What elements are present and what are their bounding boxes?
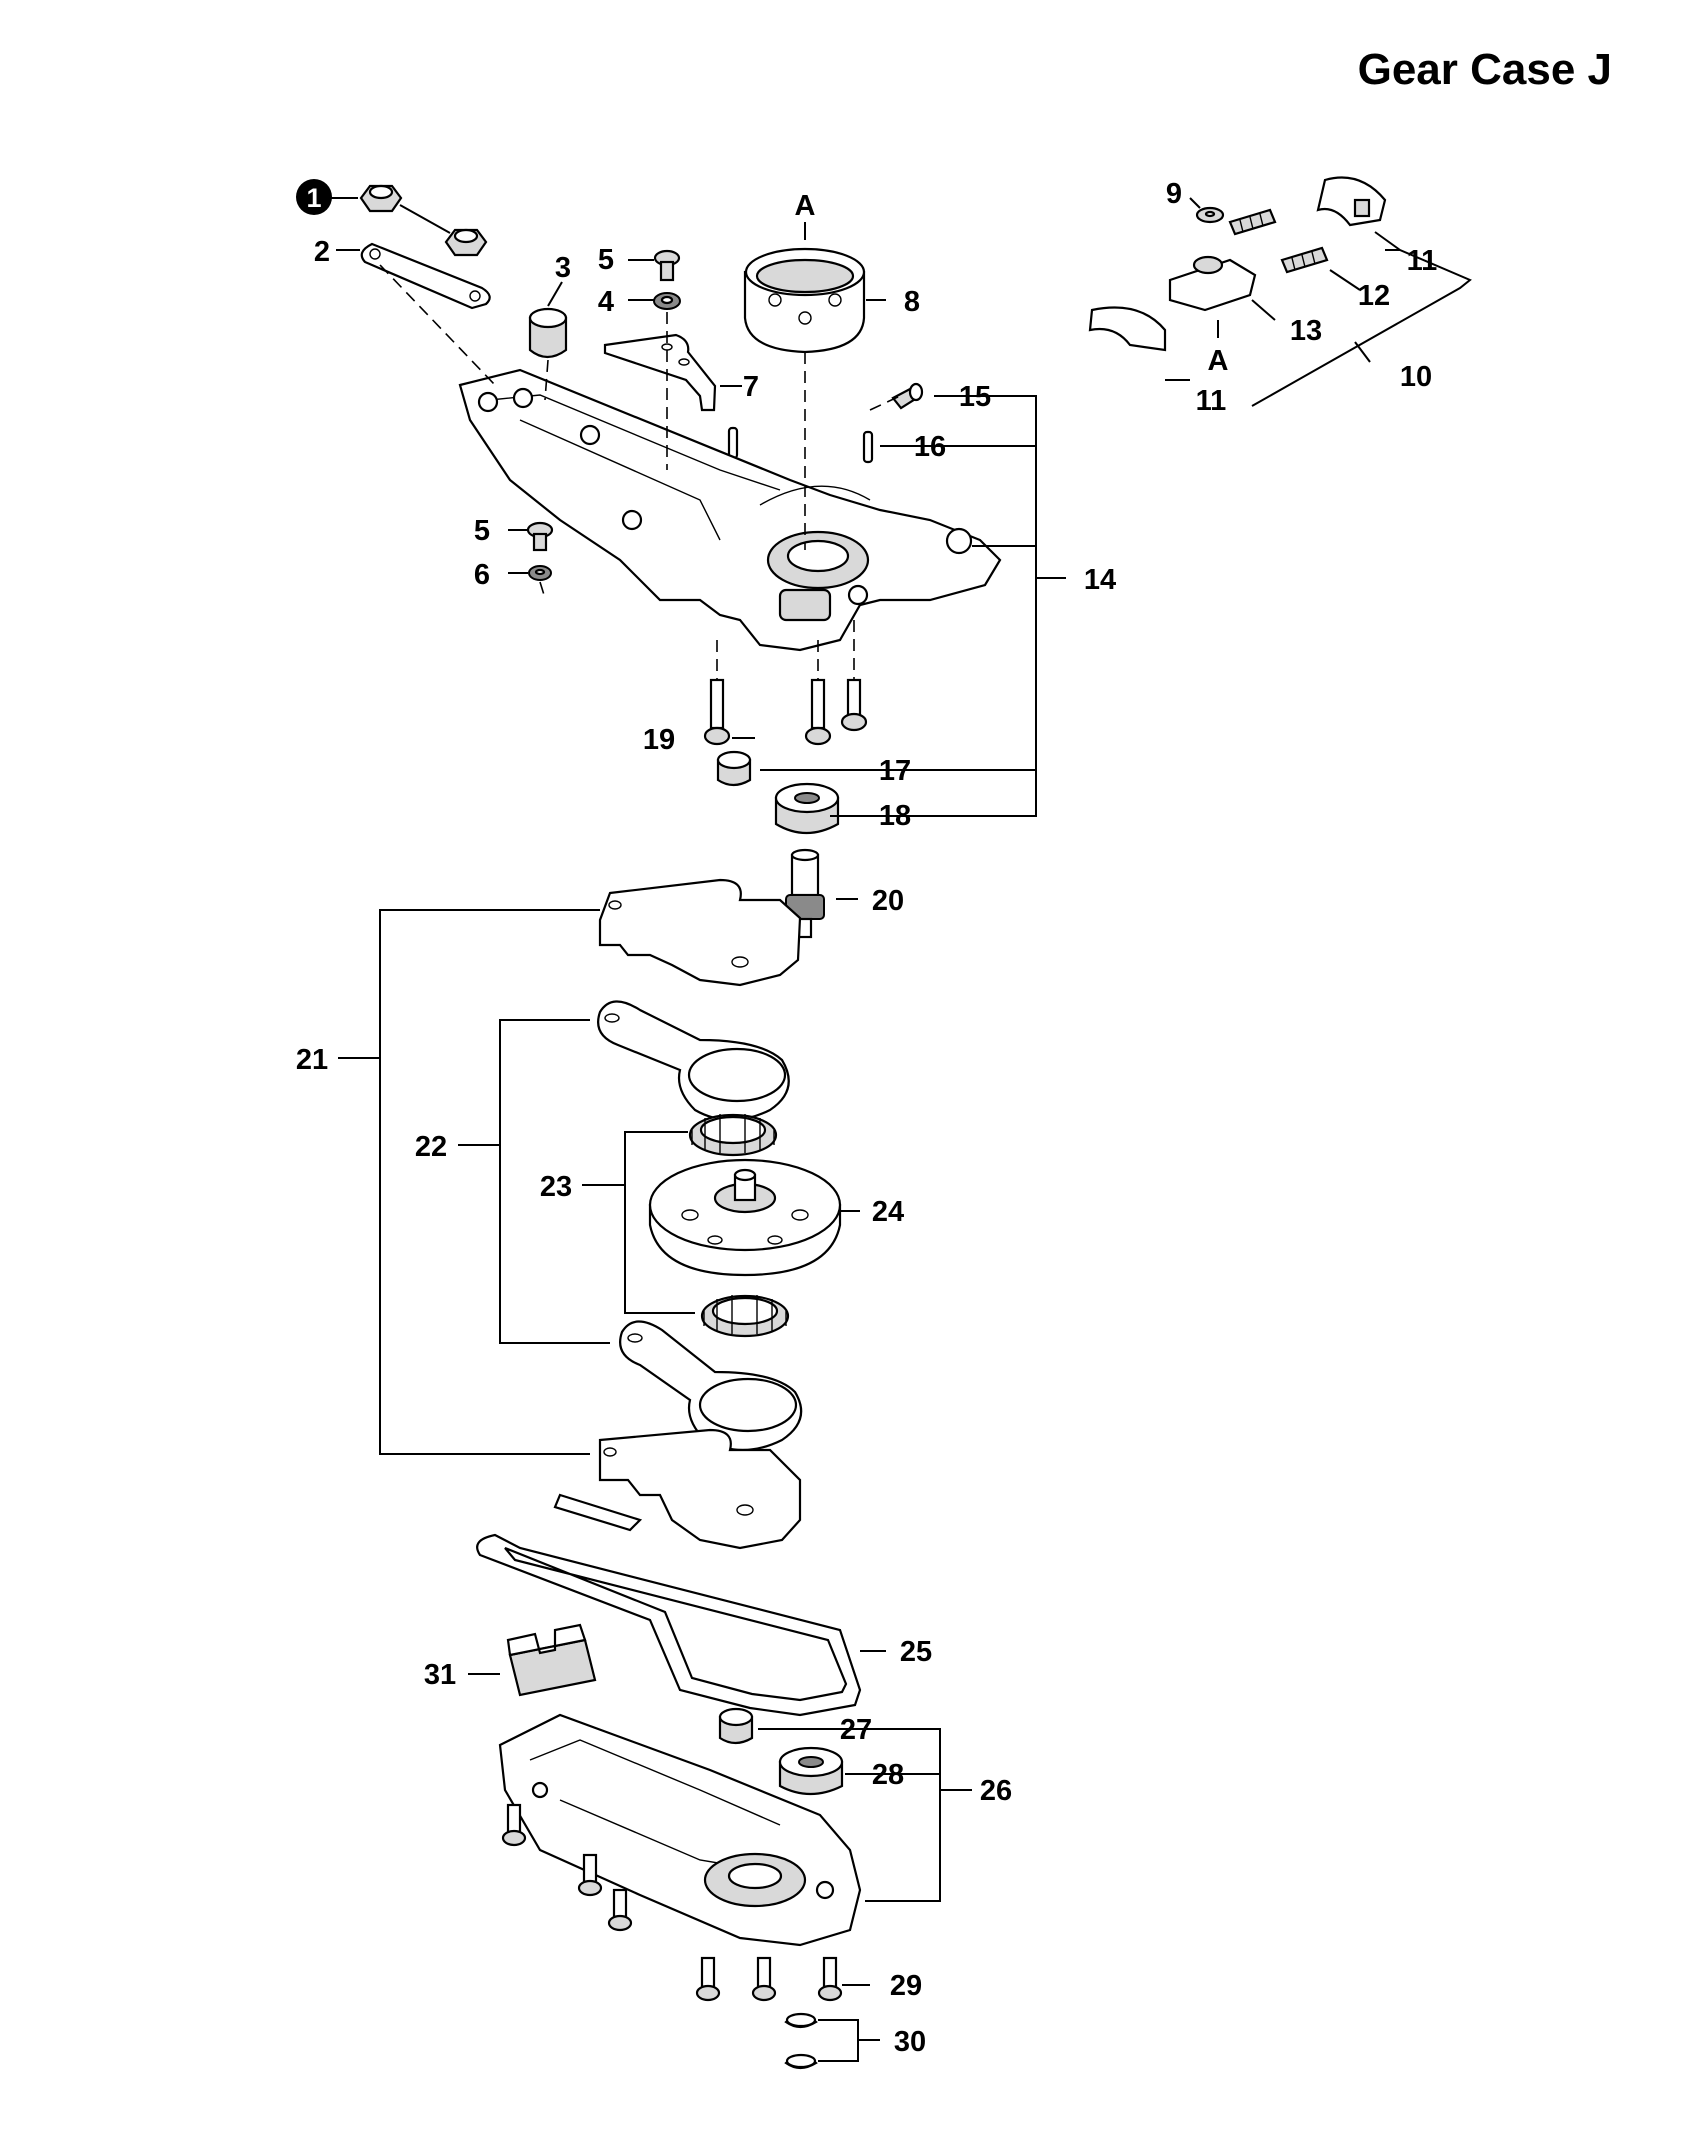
callout-7[interactable]: 7	[743, 371, 759, 403]
link-part-22-top[interactable]	[597, 1000, 790, 1122]
callout-28[interactable]: 28	[872, 1759, 904, 1791]
callout-13[interactable]: 13	[1290, 315, 1322, 347]
lower-housing-part-26[interactable]	[498, 1713, 862, 1947]
callout-11-top[interactable]: 11	[1407, 245, 1438, 277]
svg-text:1: 1	[306, 183, 321, 213]
callout-18[interactable]: 18	[879, 800, 911, 832]
callout-21[interactable]: 21	[296, 1044, 328, 1076]
callout-1[interactable]: 1	[296, 179, 332, 215]
screws-part-29[interactable]	[501, 1803, 843, 2002]
grease-fitting-part-15[interactable]	[891, 382, 924, 410]
callout-11-bottom[interactable]: 11	[1196, 385, 1227, 417]
callout-2[interactable]: 2	[314, 236, 330, 268]
gasket-part-25[interactable]	[476, 1493, 862, 1717]
needle-bearing-part-23-bottom[interactable]	[700, 1294, 790, 1338]
callout-16[interactable]: 16	[914, 431, 946, 463]
clutch-shoe-part-11-bottom[interactable]	[1088, 306, 1167, 352]
callout-23[interactable]: 23	[540, 1171, 572, 1203]
callout-25[interactable]: 25	[900, 1636, 932, 1668]
plate-part-21-top[interactable]	[598, 878, 802, 987]
callout-27[interactable]: 27	[840, 1714, 872, 1746]
ball-bearing-part-28[interactable]	[778, 1746, 844, 1796]
callout-9[interactable]: 9	[1166, 178, 1182, 210]
needle-bearing-part-23-top[interactable]	[688, 1113, 778, 1157]
needle-bearing-part-17[interactable]	[716, 750, 752, 787]
nut-part-1[interactable]	[359, 184, 488, 257]
gear-housing-part-14[interactable]	[458, 368, 1002, 652]
washer-part-4[interactable]	[653, 292, 681, 310]
callout-4[interactable]: 4	[598, 286, 614, 318]
callout-22[interactable]: 22	[415, 1131, 447, 1163]
marker-a-top: A	[795, 190, 816, 222]
marker-a-right: A	[1208, 345, 1229, 377]
callout-31[interactable]: 31	[424, 1659, 456, 1691]
plugs-part-30[interactable]	[784, 2012, 818, 2070]
page-title: Gear Case J	[1358, 45, 1612, 94]
screws-part-19[interactable]	[703, 678, 868, 746]
callout-3[interactable]: 3	[555, 252, 571, 284]
pin-part-16[interactable]	[727, 426, 874, 464]
callout-15[interactable]: 15	[959, 381, 991, 413]
screw-part-5-top[interactable]	[653, 249, 681, 282]
washer-part-6[interactable]	[528, 565, 552, 581]
callout-24[interactable]: 24	[872, 1196, 904, 1228]
block-part-31[interactable]	[506, 1623, 597, 1697]
callout-6[interactable]: 6	[474, 559, 490, 591]
screw-part-5-lower[interactable]	[526, 521, 554, 552]
gear-wheel-part-24[interactable]	[648, 1158, 842, 1277]
plate-part-21-bottom[interactable]	[598, 1428, 802, 1550]
bushing-part-3[interactable]	[528, 307, 568, 359]
callout-8[interactable]: 8	[904, 286, 920, 318]
callout-19[interactable]: 19	[643, 724, 675, 756]
clutch-drum-part-8[interactable]	[743, 247, 866, 354]
callout-5-top[interactable]: 5	[598, 244, 614, 276]
link-plate-part-2[interactable]	[360, 242, 491, 310]
ball-bearing-part-18[interactable]	[774, 782, 840, 834]
callout-14[interactable]: 14	[1084, 564, 1116, 596]
callout-5-lower[interactable]: 5	[474, 515, 490, 547]
callout-20[interactable]: 20	[872, 885, 904, 917]
link-part-22-bottom[interactable]	[619, 1320, 803, 1452]
clutch-shoe-part-11-top[interactable]	[1316, 176, 1387, 227]
callout-29[interactable]: 29	[890, 1970, 922, 2002]
callout-10[interactable]: 10	[1400, 361, 1432, 393]
callout-30[interactable]: 30	[894, 2026, 926, 2058]
shaft-part-20[interactable]	[785, 848, 825, 939]
clutch-hub-part-13[interactable]	[1168, 255, 1257, 312]
bracket-part-7[interactable]	[603, 333, 717, 412]
washer-part-9[interactable]	[1195, 206, 1225, 224]
callout-17[interactable]: 17	[879, 755, 911, 787]
springs-part-12[interactable]	[1228, 208, 1329, 274]
needle-bearing-part-27[interactable]	[718, 1707, 754, 1745]
callout-26[interactable]: 26	[980, 1775, 1012, 1807]
callout-12[interactable]: 12	[1358, 280, 1390, 312]
